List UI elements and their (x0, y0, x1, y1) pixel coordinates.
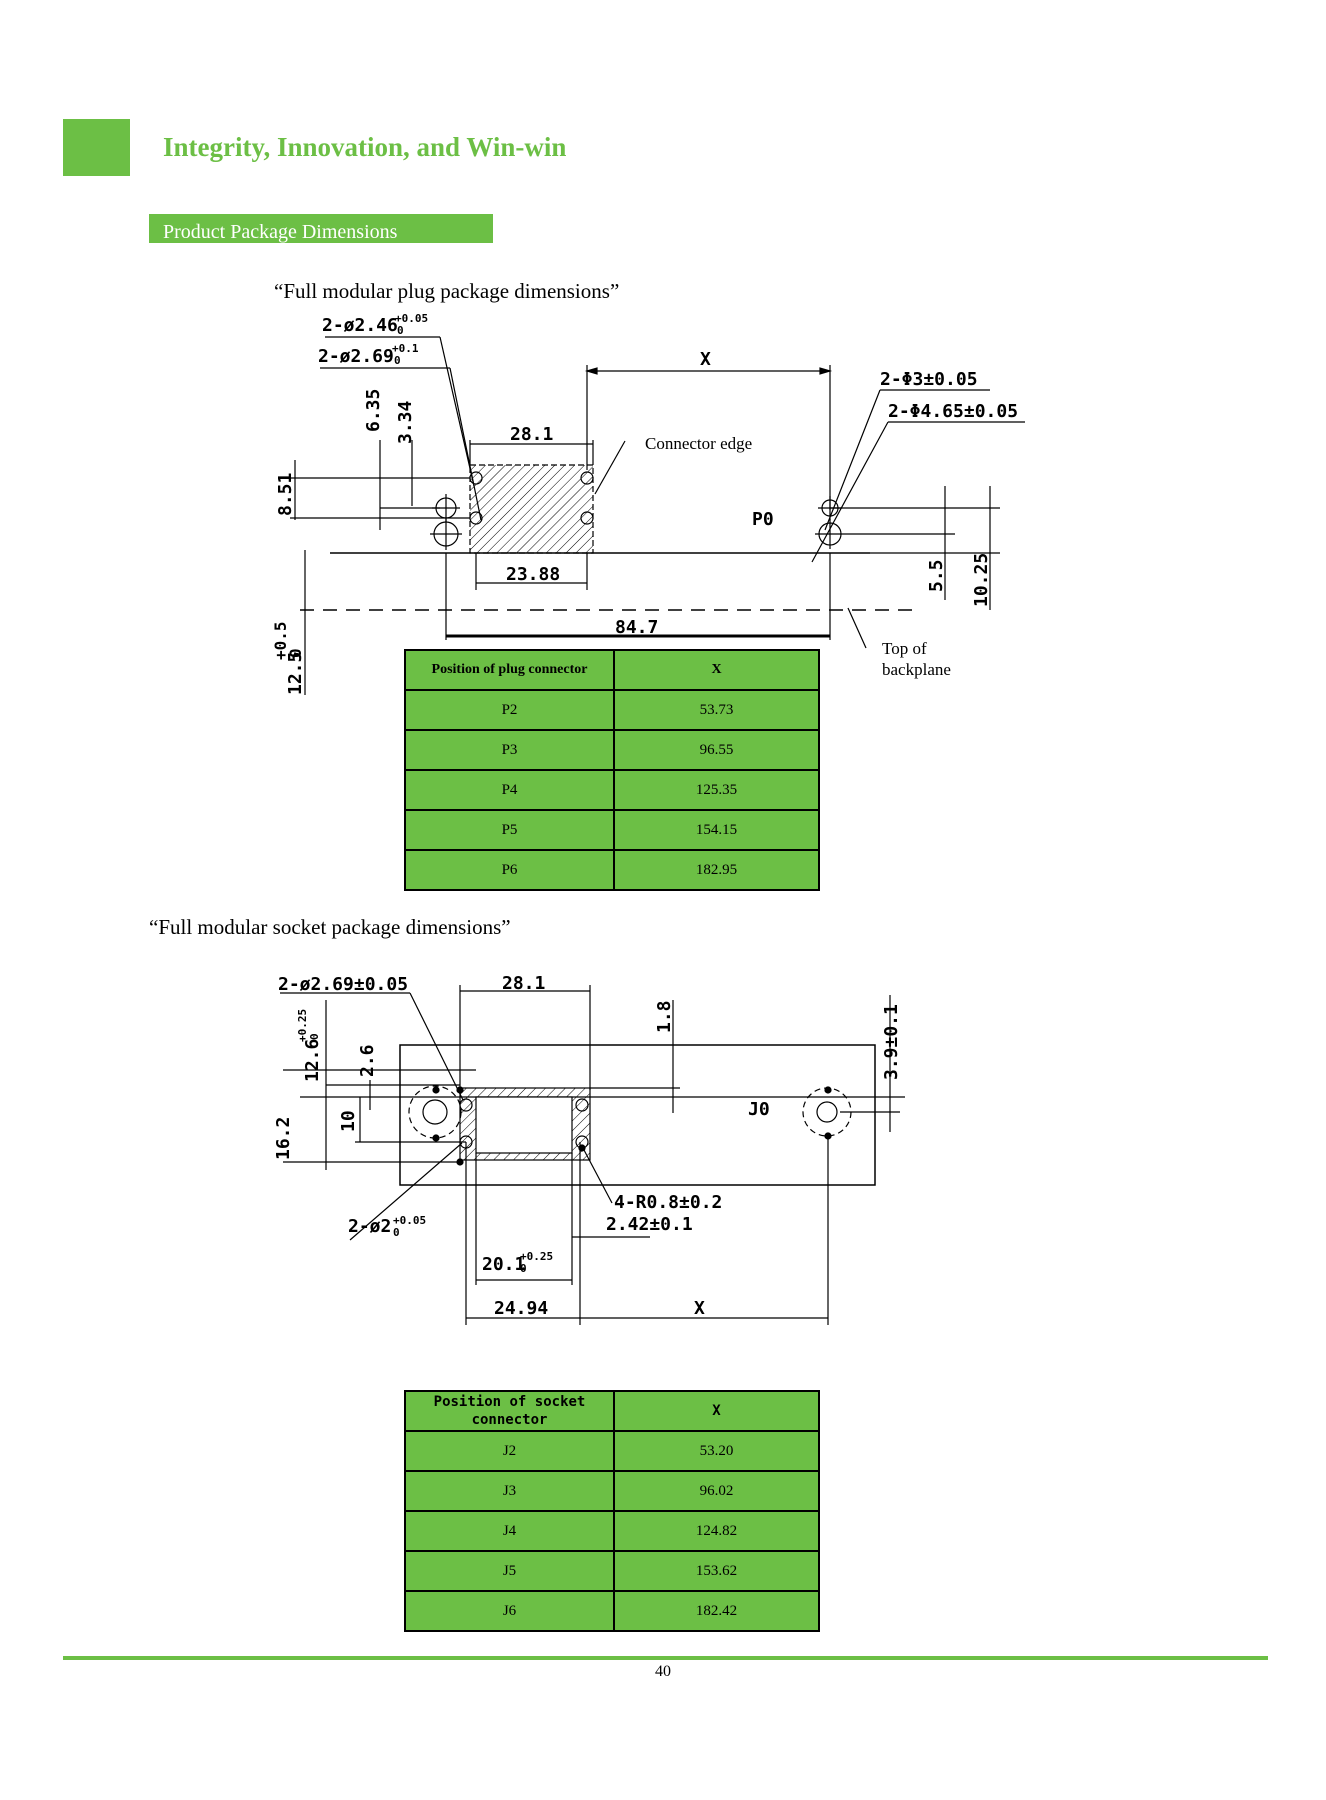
section-banner: Product Package Dimensions (149, 214, 493, 243)
plug-3-34-label: 3.34 (395, 400, 416, 444)
plug-12-5-label: 12.5 (285, 652, 306, 695)
plug-table-header-position: Position of plug connector (404, 649, 615, 691)
plug-table-cell-x: 182.95 (613, 849, 820, 891)
plug-table-cell-pos: P6 (404, 849, 615, 891)
socket-16-2-label: 16.2 (273, 1117, 294, 1160)
plug-table-cell-pos: P5 (404, 809, 615, 851)
socket-2-6-label: 2.6 (357, 1044, 378, 1077)
plug-hole2-label: 2-ø2.69 (318, 346, 394, 367)
plug-hole2-tol: +0.1 (392, 342, 419, 355)
socket-table-cell-x: 124.82 (613, 1510, 820, 1552)
socket-table-cell-pos: J6 (404, 1590, 615, 1632)
plug-table-cell-pos: P4 (404, 769, 615, 811)
socket-1-8-label: 1.8 (654, 1000, 675, 1033)
table-row: J6 182.42 (404, 1590, 820, 1632)
plug-table-header-x: X (613, 649, 820, 691)
table-row: P5 154.15 (404, 809, 820, 851)
plug-position-table: Position of plug connector X P2 53.73 P3… (404, 649, 820, 891)
page-title: Integrity, Innovation, and Win-win (163, 132, 567, 162)
plug-x-label: X (700, 349, 711, 370)
plug-hole1-label: 2-ø2.46 (322, 315, 398, 336)
socket-table-cell-pos: J2 (404, 1430, 615, 1472)
socket-2-42-label: 2.42±0.1 (606, 1214, 693, 1235)
socket-20-1-tol-low: 0 (520, 1262, 527, 1275)
socket-phi2-tol: +0.05 (393, 1214, 426, 1227)
plug-table-cell-pos: P2 (404, 689, 615, 731)
table-row: J4 124.82 (404, 1510, 820, 1552)
socket-10-label: 10 (338, 1110, 359, 1132)
table-row: J2 53.20 (404, 1430, 820, 1472)
plug-table-cell-x: 125.35 (613, 769, 820, 811)
plug-table-cell-x: 154.15 (613, 809, 820, 851)
socket-table-cell-x: 153.62 (613, 1550, 820, 1592)
plug-10-25-label: 10.25 (971, 553, 992, 607)
socket-phi2-tol-low: 0 (393, 1226, 400, 1239)
socket-24-94-label: 24.94 (494, 1298, 548, 1319)
plug-caption: “Full modular plug package dimensions” (274, 279, 620, 303)
socket-20-1-label: 20.1 (482, 1254, 525, 1275)
plug-table-cell-x: 96.55 (613, 729, 820, 771)
table-row: P2 53.73 (404, 689, 820, 731)
plug-5-5-label: 5.5 (926, 559, 947, 592)
plug-table-cell-pos: P3 (404, 729, 615, 771)
plug-hole2-tol-low: 0 (394, 354, 401, 367)
plug-phi465-label: 2-Φ4.65±0.05 (888, 401, 1018, 422)
plug-phi3-label: 2-Φ3±0.05 (880, 369, 978, 390)
socket-caption: “Full modular socket package dimensions” (149, 915, 511, 939)
table-row: J3 96.02 (404, 1470, 820, 1512)
table-row: P3 96.55 (404, 729, 820, 771)
plug-connector-edge-note: Connector edge (645, 434, 752, 453)
plug-table-cell-x: 53.73 (613, 689, 820, 731)
plug-12-5-tol-low: 0 (286, 648, 305, 658)
socket-table-header-position: Position of socket connector (404, 1390, 615, 1432)
socket-phi2-label: 2-ø2 (348, 1216, 391, 1237)
socket-table-cell-x: 182.42 (613, 1590, 820, 1632)
plug-hole1-tol: +0.05 (395, 312, 428, 325)
socket-20-1-tol: +0.25 (520, 1250, 553, 1263)
socket-12-6-tol: +0.25 (296, 1009, 309, 1042)
plug-p0-label: P0 (752, 509, 774, 530)
plug-6-35-label: 6.35 (363, 389, 384, 432)
socket-j0-label: J0 (748, 1099, 770, 1120)
socket-table-cell-pos: J3 (404, 1470, 615, 1512)
socket-3-9-label: 3.9±0.1 (881, 1004, 902, 1080)
plug-23-88-label: 23.88 (506, 564, 560, 585)
table-row: J5 153.62 (404, 1550, 820, 1592)
table-row: P4 125.35 (404, 769, 820, 811)
plug-12-5-tol-up: +0.5 (271, 621, 290, 660)
plug-top-of-note: Top of (882, 639, 927, 658)
socket-table-cell-x: 96.02 (613, 1470, 820, 1512)
socket-hole-label: 2-ø2.69±0.05 (278, 974, 408, 995)
socket-12-6-label: 12.6 (302, 1039, 323, 1082)
footer-divider (63, 1656, 1268, 1660)
header-accent-square (63, 119, 130, 176)
plug-8-51-label: 8.51 (275, 473, 296, 516)
plug-backplane-note: backplane (882, 660, 951, 679)
table-row: P6 182.95 (404, 849, 820, 891)
plug-84-7-label: 84.7 (615, 617, 658, 638)
socket-x-label: X (694, 1298, 705, 1319)
socket-28-1-label: 28.1 (502, 973, 545, 994)
page-number: 40 (655, 1663, 671, 1680)
socket-12-6-tol-low: 0 (308, 1033, 321, 1040)
socket-table-header-x: X (613, 1390, 820, 1432)
socket-table-cell-pos: J4 (404, 1510, 615, 1552)
socket-table-cell-pos: J5 (404, 1550, 615, 1592)
socket-r08-label: 4-R0.8±0.2 (614, 1192, 722, 1213)
plug-28-1-label: 28.1 (510, 424, 553, 445)
socket-drawing (280, 985, 905, 1325)
socket-position-table: Position of socket connector X J2 53.20 … (404, 1390, 820, 1632)
plug-hole1-tol-low: 0 (397, 324, 404, 337)
socket-table-cell-x: 53.20 (613, 1430, 820, 1472)
